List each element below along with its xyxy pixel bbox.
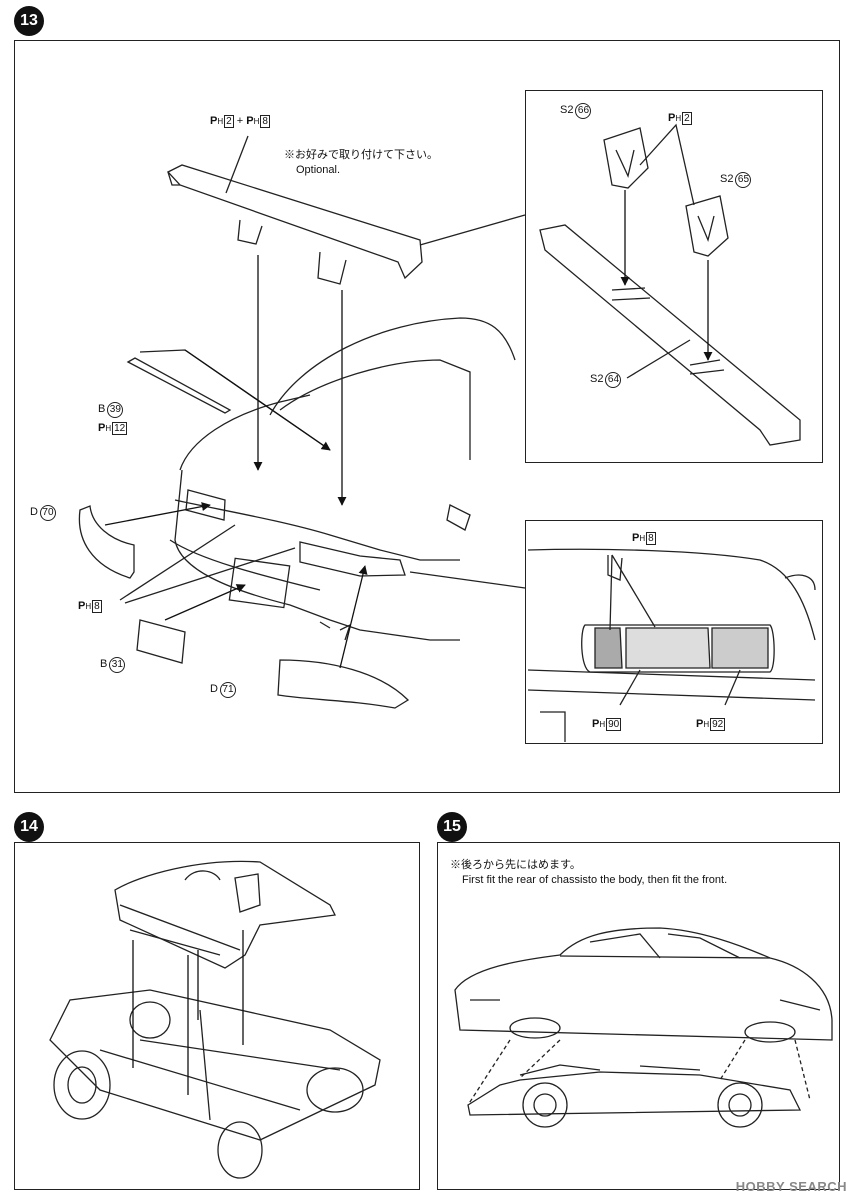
- chassis: [49, 989, 381, 1179]
- step-13-detail-spoiler: [525, 90, 823, 463]
- step-14-panel: [14, 842, 420, 1190]
- step-15-note: ※後ろから先にはめます。 First fit the rear of chass…: [450, 858, 727, 888]
- step-15-note-jp: ※後ろから先にはめます。: [450, 859, 581, 871]
- optional-note: ※お好みで取り付けて下さい。 Optional.: [284, 148, 438, 178]
- optional-note-jp: ※お好みで取り付けて下さい。: [284, 149, 438, 161]
- car-body-side: [454, 927, 833, 1043]
- car-rear-body: [169, 317, 516, 641]
- watermark: HOBBY SEARCH: [735, 1179, 847, 1194]
- interior-tub: [114, 860, 336, 969]
- step-14-badge: 14: [14, 812, 44, 842]
- chassis-side: [467, 1064, 802, 1128]
- step-15-badge: 15: [437, 812, 467, 842]
- rear-wing: [166, 164, 423, 285]
- taillight-detail: [527, 548, 816, 742]
- step-15-note-en: First fit the rear of chassisto the body…: [462, 874, 728, 886]
- step-13-panel: [14, 40, 840, 793]
- step-15-panel: [437, 842, 840, 1190]
- optional-note-en: Optional.: [296, 164, 341, 176]
- spoiler-detail: [539, 127, 801, 446]
- step-13-badge: 13: [14, 6, 44, 36]
- step-13-detail-taillight: [525, 520, 823, 744]
